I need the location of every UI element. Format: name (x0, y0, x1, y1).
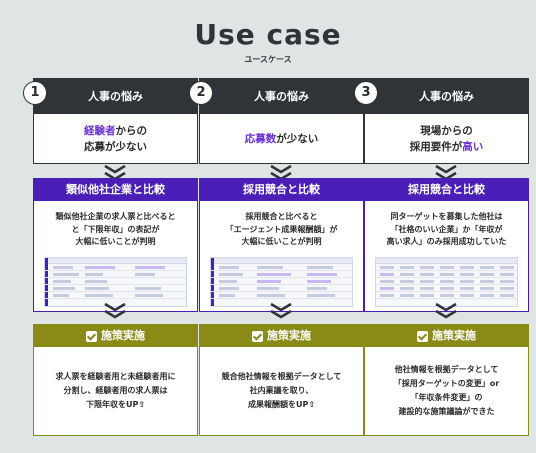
worry-text: 現場からの 採用要件が高い (365, 114, 528, 163)
worry-heading: 人事の悩み (200, 79, 363, 114)
worry-highlight: 経験者 (84, 124, 116, 137)
action-heading: 施策実施 (34, 325, 197, 347)
case-number-badge: 2 (189, 81, 213, 105)
action-heading: 施策実施 (200, 325, 363, 347)
worry-heading: 人事の悩み (365, 79, 528, 114)
worry-card: 人事の悩み 応募数が少ない (199, 78, 364, 164)
comparison-heading: 類似他社企業と比較 (34, 179, 197, 201)
chevron-down-icon (435, 302, 457, 319)
action-card: 施策実施 他社情報を根拠データとして 「採用ターゲットの変更」or 「年収条件変… (364, 324, 529, 436)
checkbox-icon (417, 330, 428, 342)
worry-highlight: 応募数 (244, 132, 277, 145)
comparison-screenshot (375, 257, 518, 307)
comparison-text: 採用競合と比べると 「エージェント成果報酬額」が 大幅に低いことが判明 (225, 212, 338, 246)
comparison-text: 同ターゲットを募集した他社は 「社格のいい企業」か「年収が 高い求人」のみ採用成… (386, 212, 507, 246)
action-text: 他社情報を根拠データとして 「採用ターゲットの変更」or 「年収条件変更」の 建… (393, 365, 500, 416)
worry-text: 応募数が少ない (200, 114, 363, 163)
case-number-badge: 1 (23, 81, 47, 105)
action-card: 施策実施 求人票を経験者用と未経験者用に 分割し、経験者用の求人票は 下限年収を… (33, 324, 198, 436)
comparison-card: 類似他社企業と比較 類似他社企業の求人票と比べると と「下限年収」の表記が 大幅… (33, 178, 198, 312)
comparison-card: 採用競合と比較 採用競合と比べると 「エージェント成果報酬額」が 大幅に低いこと… (199, 178, 364, 312)
action-text: 求人票を経験者用と未経験者用に 分割し、経験者用の求人票は 下限年収をUP⇧ (55, 372, 176, 409)
action-heading: 施策実施 (365, 325, 528, 347)
worry-heading: 人事の悩み (34, 79, 197, 114)
comparison-screenshot (44, 257, 187, 307)
comparison-heading: 採用競合と比較 (200, 179, 363, 201)
comparison-card: 採用競合と比較 同ターゲットを募集した他社は 「社格のいい企業」か「年収が 高い… (364, 178, 529, 312)
comparison-screenshot (210, 257, 353, 307)
page-title: Use case (194, 18, 342, 51)
page-subtitle: ユースケース (244, 55, 292, 64)
chevron-down-icon (104, 302, 126, 319)
checkbox-icon (86, 330, 97, 342)
worry-card: 人事の悩み 現場からの 採用要件が高い (364, 78, 529, 164)
comparison-text: 類似他社企業の求人票と比べると と「下限年収」の表記が 大幅に低いことが判明 (55, 212, 176, 246)
action-text: 競合他社情報を根拠データとして 社内稟議を取り、 成果報酬額をUP⇧ (221, 372, 342, 409)
worry-text: 経験者からの 応募が少ない (34, 114, 197, 163)
checkbox-icon (252, 330, 263, 342)
case-number-badge: 3 (354, 81, 378, 105)
comparison-heading: 採用競合と比較 (365, 179, 528, 201)
worry-highlight: 高い (462, 140, 484, 153)
chevron-down-icon (270, 302, 292, 319)
worry-card: 人事の悩み 経験者からの 応募が少ない (33, 78, 198, 164)
action-card: 施策実施 競合他社情報を根拠データとして 社内稟議を取り、 成果報酬額をUP⇧ (199, 324, 364, 436)
